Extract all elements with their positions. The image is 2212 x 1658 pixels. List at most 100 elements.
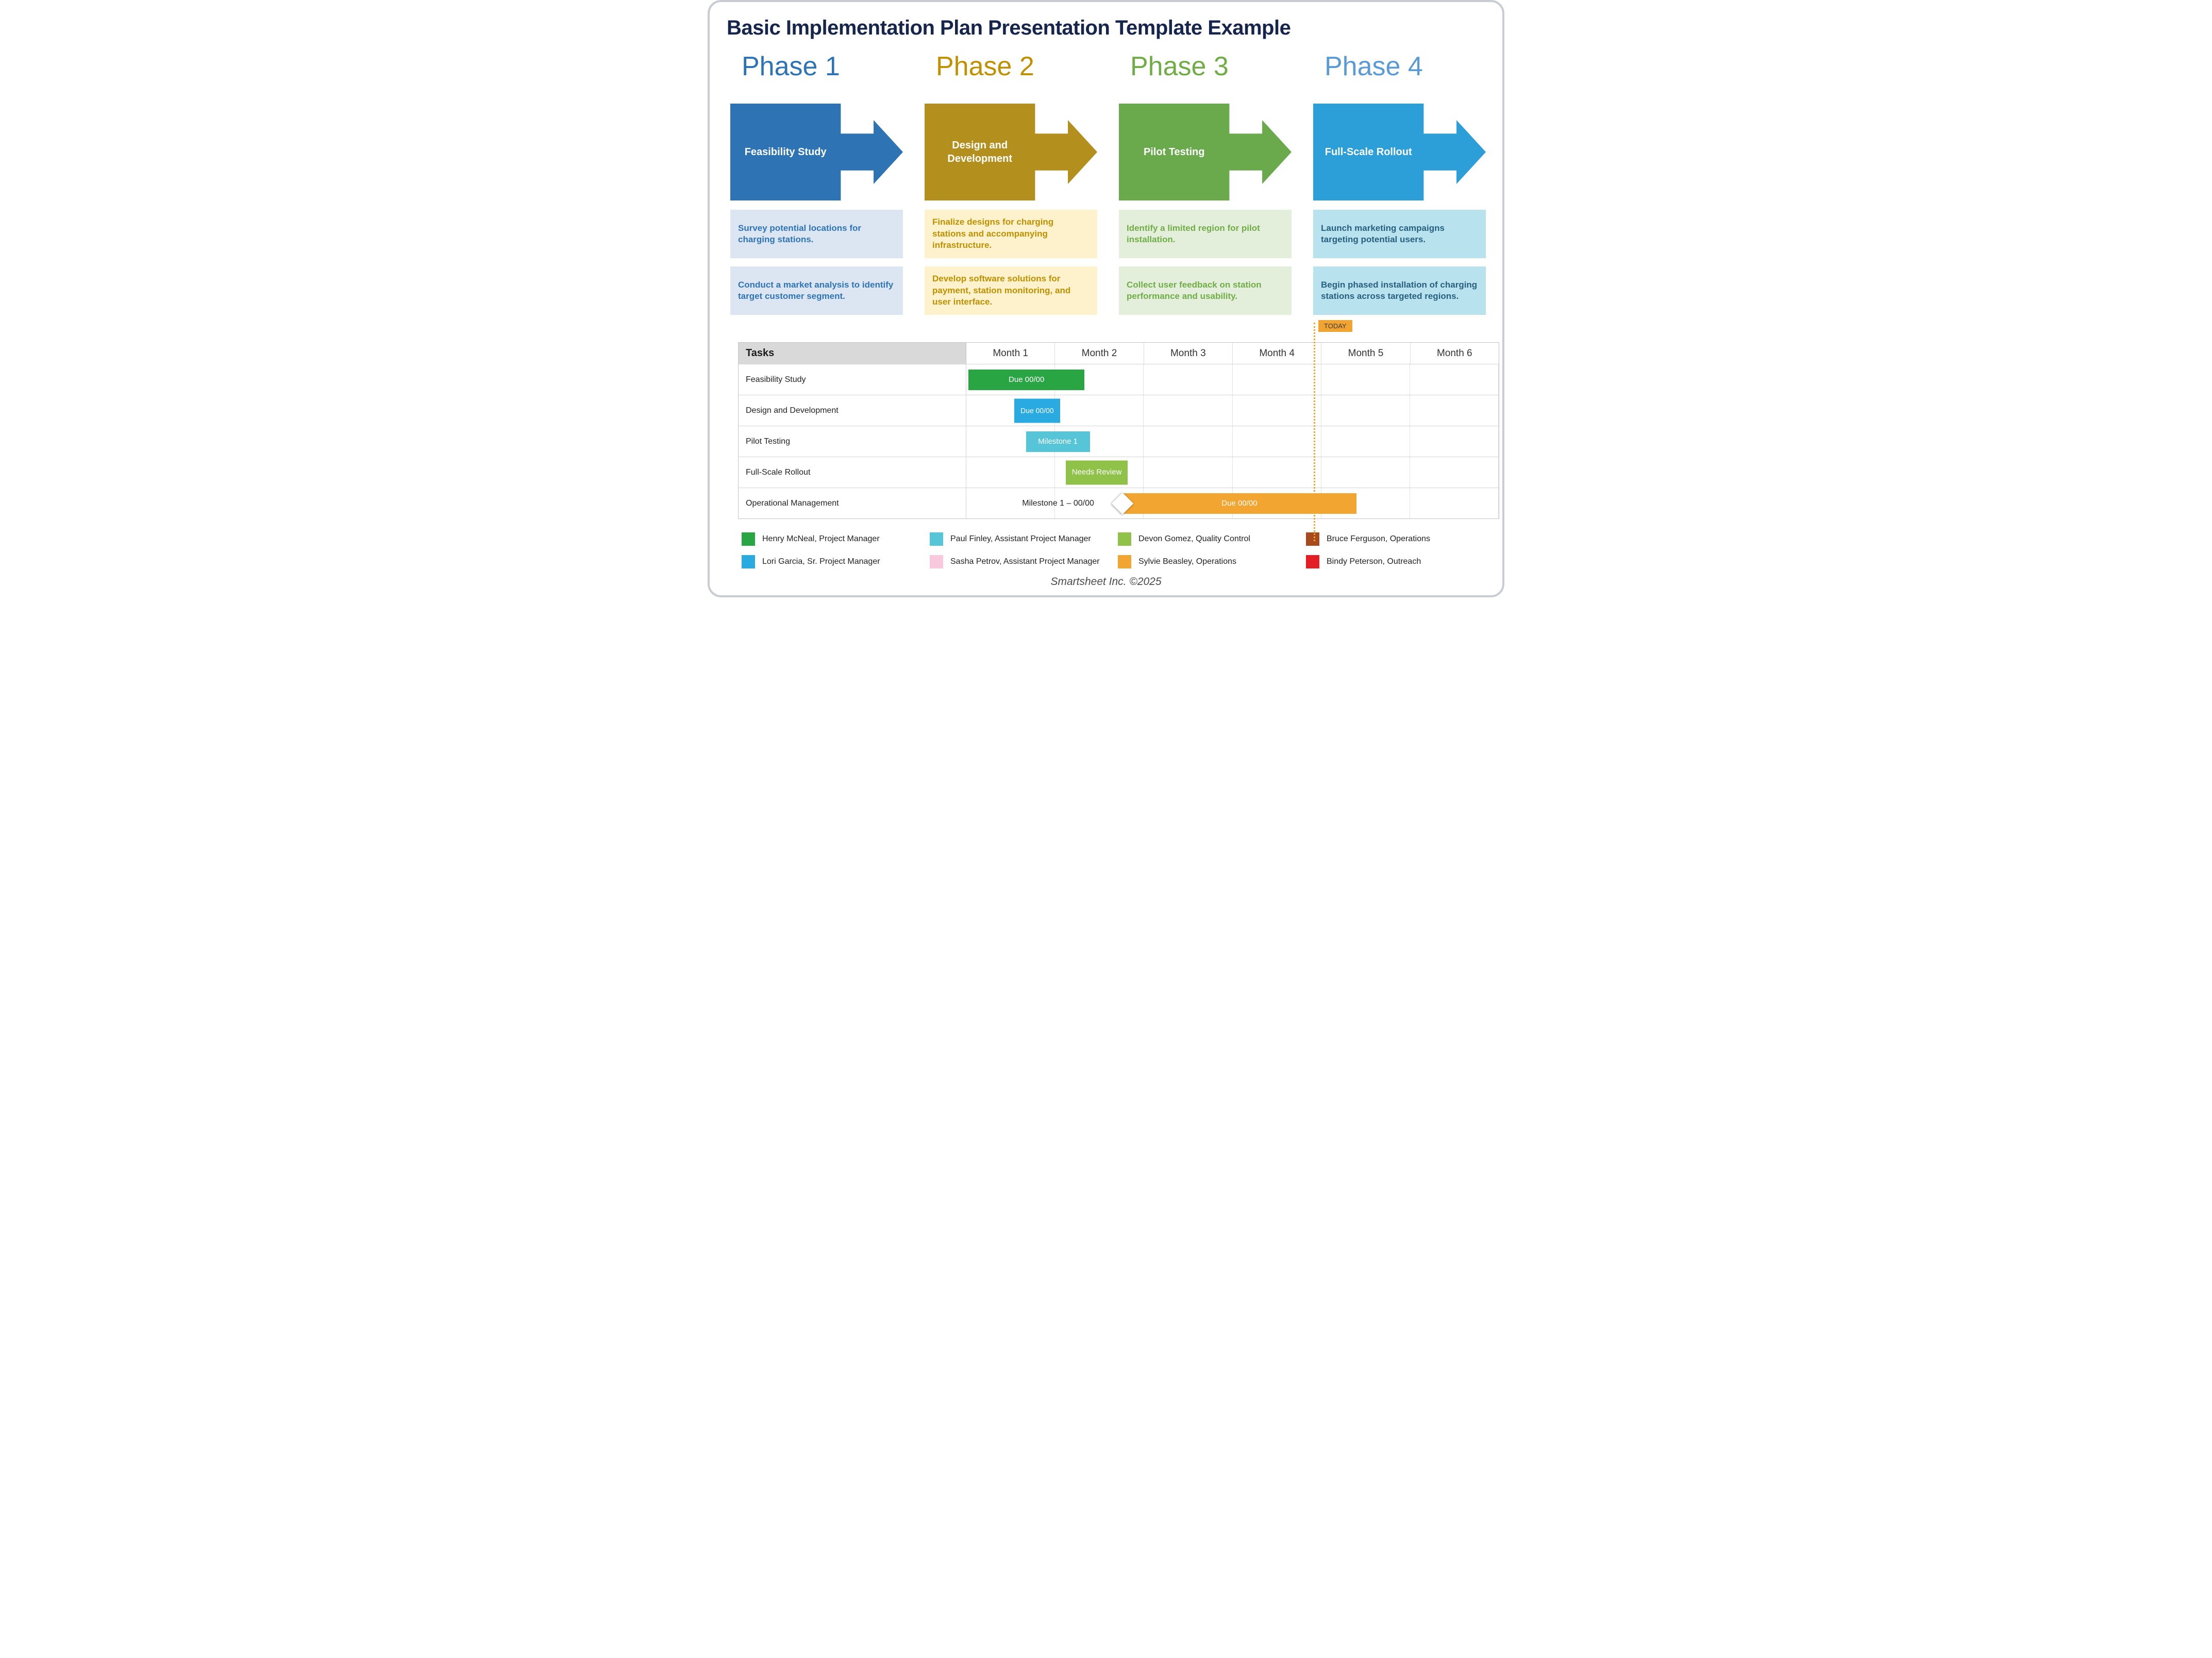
phase-column-4: Phase 4 Full-Scale Rollout Launch market…: [1313, 52, 1486, 315]
gantt-timeline: Due 00/00: [966, 395, 1499, 426]
legend-item-sasha: Sasha Petrov, Assistant Project Manager: [930, 555, 1118, 569]
gantt-cell: [1144, 457, 1233, 488]
gantt-table: Tasks Month 1 Month 2 Month 3 Month 4 Mo…: [738, 342, 1499, 519]
phase-4-title: Phase 4: [1325, 52, 1423, 81]
gantt-row-design: Design and Development Due 00/00: [739, 395, 1499, 426]
gantt-timeline: Milestone 1: [966, 426, 1499, 457]
gantt-cell: [1410, 488, 1499, 518]
phase-2-note-1: Finalize designs for charging stations a…: [925, 210, 1097, 258]
phase-2-arrow-label: Design and Development: [947, 140, 1012, 164]
gantt-row-operational: Operational Management Milestone 1 – 00/…: [739, 488, 1499, 518]
page-title: Basic Implementation Plan Presentation T…: [727, 16, 1291, 39]
gantt-timeline: Due 00/00: [966, 364, 1499, 395]
today-marker-line: [1314, 323, 1315, 541]
gantt-cell: [1410, 457, 1499, 488]
legend-label: Henry McNeal, Project Manager: [762, 534, 880, 543]
phase-3-title: Phase 3: [1130, 52, 1229, 81]
legend-item-bindy: Bindy Peterson, Outreach: [1306, 555, 1494, 569]
phase-3-arrow-label: Pilot Testing: [1143, 146, 1205, 158]
gantt-cell: [1055, 457, 1144, 488]
phase-2-title: Phase 2: [936, 52, 1034, 81]
gantt-cell: [1410, 426, 1499, 457]
gantt-month-header-5: Month 5: [1321, 343, 1411, 364]
phase-4-note-2-text: Begin phased installation of charging st…: [1321, 279, 1478, 301]
phase-1-note-2-text: Conduct a market analysis to identify ta…: [738, 279, 894, 301]
gantt-cell: [1321, 488, 1410, 518]
phase-2-note-1-text: Finalize designs for charging stations a…: [932, 217, 1054, 250]
phase-1-arrow: Feasibility Study: [730, 104, 903, 200]
gantt-row-pilot: Pilot Testing Milestone 1: [739, 426, 1499, 457]
gantt-bar-label: Milestone 1: [1038, 437, 1078, 446]
phase-1-title: Phase 1: [742, 52, 840, 81]
phase-2-notes: Finalize designs for charging stations a…: [925, 210, 1097, 315]
legend-label: Bindy Peterson, Outreach: [1327, 557, 1421, 566]
phase-4-notes: Launch marketing campaigns targeting pot…: [1313, 210, 1486, 315]
phase-3-note-1: Identify a limited region for pilot inst…: [1119, 210, 1292, 258]
footer-credit: Smartsheet Inc. ©2025: [1050, 576, 1162, 588]
gantt-bar-pilot: Milestone 1: [1026, 431, 1090, 452]
gantt-timeline: Milestone 1 – 00/00 Due 00/00: [966, 488, 1499, 518]
legend-item-devon: Devon Gomez, Quality Control: [1118, 532, 1306, 546]
slide-page: Basic Implementation Plan Presentation T…: [708, 0, 1504, 597]
legend-swatch-icon: [930, 532, 943, 546]
legend-swatch-icon: [1306, 555, 1319, 568]
gantt-timeline: Needs Review: [966, 457, 1499, 488]
gantt-cell: [966, 488, 1055, 518]
phases-section: Phase 1 Feasibility Study Survey potenti…: [730, 52, 1486, 315]
legend-label: Sylvie Beasley, Operations: [1138, 557, 1237, 566]
legend-swatch-icon: [742, 555, 755, 568]
phase-1-note-2: Conduct a market analysis to identify ta…: [730, 266, 903, 315]
gantt-cell: [1233, 395, 1321, 426]
gantt-task-label: Pilot Testing: [739, 426, 966, 457]
phase-2-arrow: Design and Development: [925, 104, 1097, 200]
phase-column-2: Phase 2 Design and Development Finalize …: [925, 52, 1097, 315]
legend-label: Paul Finley, Assistant Project Manager: [950, 534, 1091, 543]
phase-column-3: Phase 3 Pilot Testing Identify a limited…: [1119, 52, 1292, 315]
gantt-bar-operational: Due 00/00: [1122, 493, 1357, 514]
legend-label: Bruce Ferguson, Operations: [1327, 534, 1430, 543]
phase-1-note-1: Survey potential locations for charging …: [730, 210, 903, 258]
today-badge: TODAY: [1318, 320, 1352, 332]
gantt-month-header-3: Month 3: [1144, 343, 1233, 364]
gantt-task-label: Full-Scale Rollout: [739, 457, 966, 488]
legend-section: Henry McNeal, Project Manager Paul Finle…: [742, 532, 1494, 569]
gantt-cell: [1055, 364, 1144, 395]
gantt-milestone-text: Milestone 1 – 00/00: [1022, 498, 1094, 508]
gantt-month-header-6: Month 6: [1436, 347, 1472, 359]
legend-label: Sasha Petrov, Assistant Project Manager: [950, 557, 1100, 566]
gantt-cell: [1321, 395, 1410, 426]
gantt-tasks-header: Tasks: [739, 343, 966, 364]
gantt-cell: [1233, 426, 1321, 457]
gantt-cell: [1055, 395, 1144, 426]
phase-1-note-1-text: Survey potential locations for charging …: [738, 223, 861, 244]
legend-swatch-icon: [1118, 532, 1131, 546]
gantt-task-label: Operational Management: [739, 488, 966, 518]
phase-1-arrow-label: Feasibility Study: [744, 146, 827, 158]
phase-4-arrow: Full-Scale Rollout: [1313, 104, 1486, 200]
phase-4-arrow-label: Full-Scale Rollout: [1325, 146, 1412, 158]
gantt-month-header-2: Month 2: [1055, 343, 1144, 364]
gantt-task-label: Feasibility Study: [739, 364, 966, 395]
legend-item-lori: Lori Garcia, Sr. Project Manager: [742, 555, 930, 569]
gantt-cell: [1144, 395, 1233, 426]
gantt-bar-feasibility: Due 00/00: [968, 369, 1085, 390]
gantt-month-header-1: Month 1: [966, 343, 1055, 364]
phase-1-notes: Survey potential locations for charging …: [730, 210, 903, 315]
phase-2-note-2: Develop software solutions for payment, …: [925, 266, 1097, 315]
gantt-bar-rollout: Needs Review: [1066, 460, 1128, 484]
phase-3-note-1-text: Identify a limited region for pilot inst…: [1127, 223, 1260, 244]
legend-label: Lori Garcia, Sr. Project Manager: [762, 557, 880, 566]
legend-swatch-icon: [930, 555, 943, 568]
gantt-cell: [1410, 364, 1499, 395]
gantt-cell: [1055, 426, 1144, 457]
gantt-bar-design: Due 00/00: [1014, 398, 1060, 423]
phase-3-notes: Identify a limited region for pilot inst…: [1119, 210, 1292, 315]
gantt-cell: [1233, 364, 1321, 395]
phase-4-note-1-text: Launch marketing campaigns targeting pot…: [1321, 223, 1445, 244]
gantt-header-row: Tasks Month 1 Month 2 Month 3 Month 4 Mo…: [739, 343, 1499, 364]
gantt-cell: [1321, 364, 1410, 395]
phase-4-note-1: Launch marketing campaigns targeting pot…: [1313, 210, 1486, 258]
gantt-row-rollout: Full-Scale Rollout Needs Review: [739, 457, 1499, 488]
gantt-cell: [1410, 395, 1499, 426]
gantt-cell: [1321, 457, 1410, 488]
